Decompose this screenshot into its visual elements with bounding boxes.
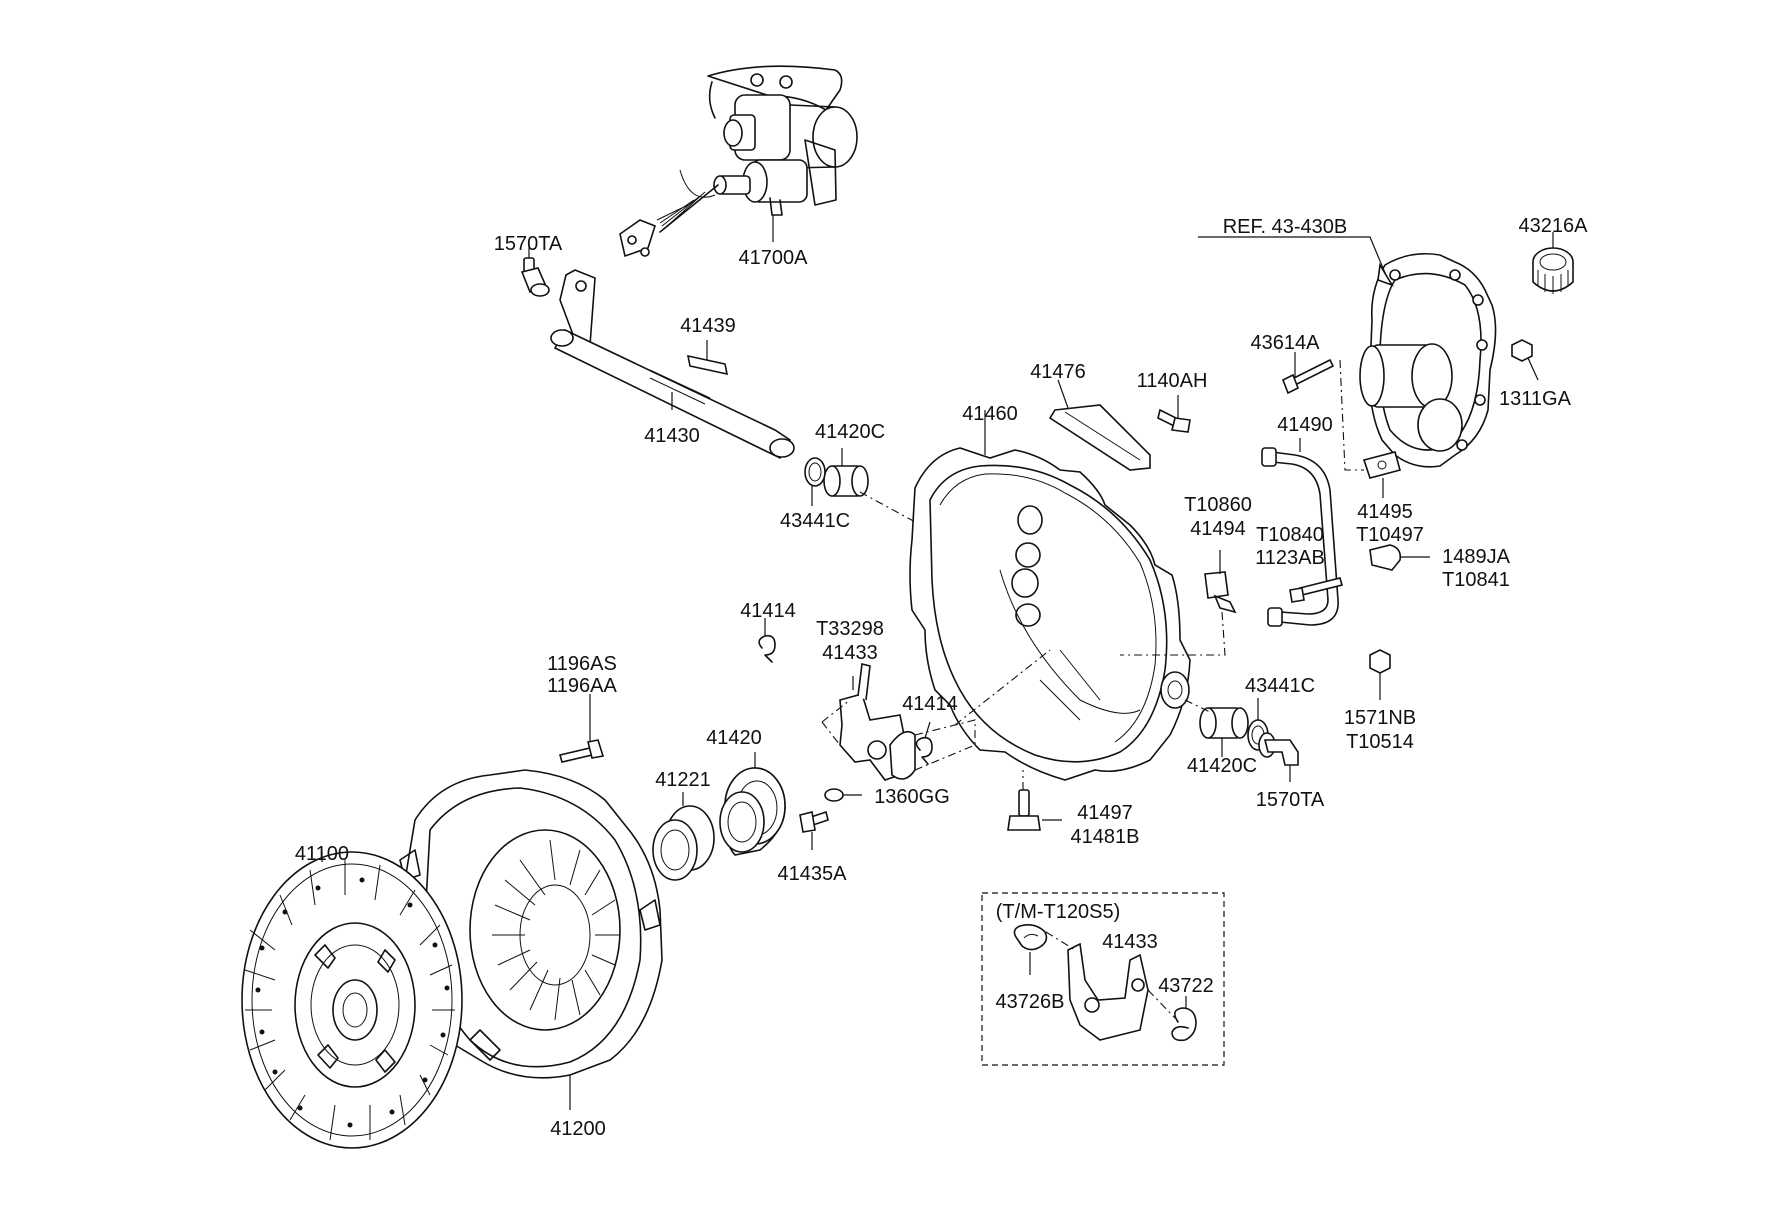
fitting-41494 [1204, 550, 1237, 614]
label-inset-title: (T/M-T120S5) [996, 901, 1120, 923]
label-41435a: 41435A [778, 863, 848, 885]
bleeder-fitting-1570ta-top [520, 244, 550, 297]
cover-plate-41476 [1048, 379, 1151, 471]
label-t10840: T10840 [1256, 524, 1324, 546]
label-41481b: 41481B [1071, 826, 1140, 848]
label-41495: 41495 [1357, 501, 1413, 523]
spring-41414-top [758, 618, 776, 663]
label-43441c-top: 43441C [780, 510, 850, 532]
label-1196aa: 1196AA [547, 675, 617, 697]
dashline-retainer [1339, 359, 1364, 471]
label-1196as: 1196AS [547, 653, 617, 675]
bolt-43614a [1281, 352, 1335, 395]
bearing-retainer-ref-43-430b [1198, 236, 1497, 468]
bolt-1123ab [1289, 577, 1343, 603]
bushing-41420c-top [823, 448, 869, 497]
oil-seal-43441c-top [804, 457, 826, 506]
key-41439 [686, 340, 729, 376]
label-41420c-top: 41420C [815, 421, 885, 443]
label-1311ga: 1311GA [1499, 388, 1572, 410]
label-41433: 41433 [822, 642, 878, 664]
label-1570ta-top: 1570TA [494, 233, 563, 255]
clutch-cover-41200 [399, 769, 663, 1110]
label-41414-top: 41414 [740, 600, 796, 622]
bolt-41497 [1007, 789, 1062, 831]
label-43441c-bottom: 43441C [1245, 675, 1315, 697]
washer-1360gg [824, 788, 862, 802]
label-t10841: T10841 [1442, 569, 1510, 591]
label-1140ah: 1140AH [1137, 370, 1208, 392]
label-t10497: T10497 [1356, 524, 1424, 546]
label-41476: 41476 [1030, 361, 1086, 383]
label-t10860: T10860 [1184, 494, 1252, 516]
label-41700a: 41700A [739, 247, 809, 269]
plug-1571nb [1369, 649, 1391, 700]
label-41430: 41430 [644, 425, 700, 447]
label-41494: 41494 [1190, 518, 1246, 540]
bleeder-fitting-1570ta-bottom [1258, 732, 1299, 782]
label-t10514: T10514 [1346, 731, 1414, 753]
bushing-41420c-bottom [1199, 707, 1249, 757]
label-ref-43-430b: REF. 43-430B [1223, 216, 1348, 238]
release-bearing-41420 [719, 752, 786, 856]
label-43614a: 43614A [1251, 332, 1321, 354]
label-41200: 41200 [550, 1118, 606, 1140]
label-t33298: T33298 [816, 618, 884, 640]
label-1123ab: 1123AB [1255, 547, 1325, 569]
bolt-1140ah [1157, 395, 1191, 433]
label-1571nb: 1571NB [1344, 707, 1416, 729]
label-inset-41433: 41433 [1102, 931, 1158, 953]
label-41420c-bottom: 41420C [1187, 755, 1257, 777]
dashline-fork-left [821, 699, 851, 746]
clutch-housing-41460 [909, 410, 1191, 781]
bolt-1196as [558, 694, 605, 763]
clip-1489ja [1369, 544, 1430, 571]
label-41497: 41497 [1077, 802, 1133, 824]
release-fork-41433 [839, 663, 916, 781]
label-41420: 41420 [706, 727, 762, 749]
sleeve-41221 [652, 792, 715, 881]
bearing-43216a [1532, 232, 1574, 294]
clutch-booster-41700a [619, 65, 858, 258]
label-43216a: 43216A [1519, 215, 1589, 237]
spring-41414-mid [915, 721, 933, 765]
dashline-fork-right [914, 649, 1051, 771]
label-41221: 41221 [655, 769, 711, 791]
dashline-fitting [1120, 611, 1226, 656]
nut-1311ga [1511, 339, 1539, 381]
label-1489ja: 1489JA [1442, 546, 1510, 568]
label-inset-43722: 43722 [1158, 975, 1214, 997]
dashline-bushing [1184, 699, 1211, 713]
bolt-41435a [799, 810, 829, 850]
clutch-hose-41490 [1261, 438, 1339, 627]
clutch-disc-41100 [241, 850, 463, 1149]
label-41439: 41439 [680, 315, 736, 337]
bracket-41495 [1362, 451, 1401, 498]
inset-tm-t120s5 [981, 892, 1225, 1066]
label-inset-43726b: 43726B [996, 991, 1065, 1013]
label-41100: 41100 [295, 843, 349, 865]
label-1570ta-bottom: 1570TA [1256, 789, 1325, 811]
release-shaft-41430 [550, 269, 795, 460]
label-41460: 41460 [962, 403, 1018, 425]
label-41490: 41490 [1277, 414, 1333, 436]
label-1360gg: 1360GG [874, 786, 950, 808]
label-41414-mid: 41414 [902, 693, 958, 715]
